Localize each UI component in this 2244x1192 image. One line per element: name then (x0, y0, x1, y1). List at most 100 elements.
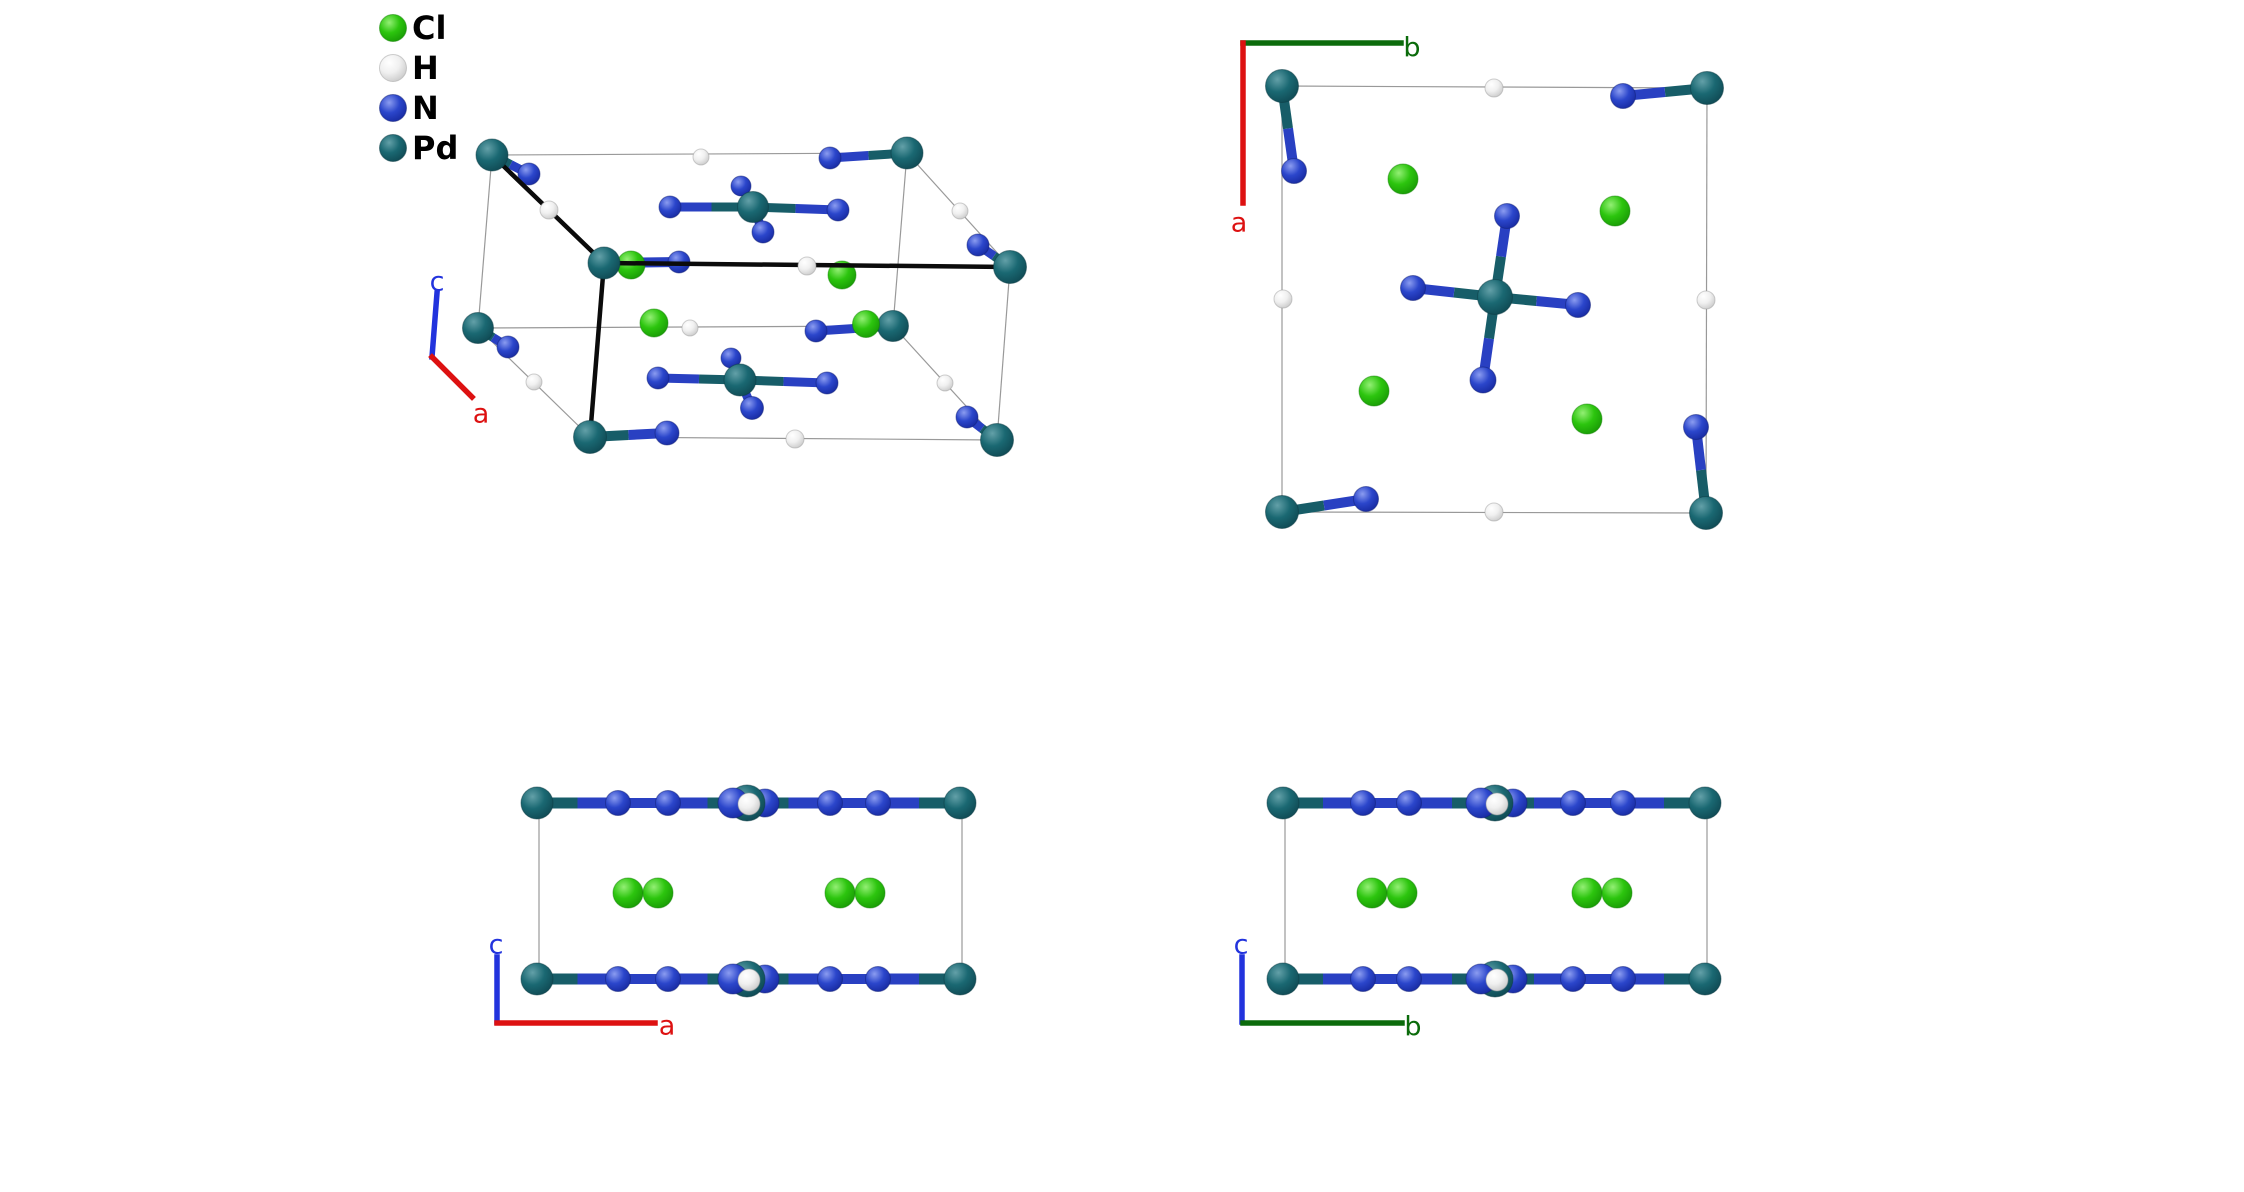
atom-Pd (1689, 496, 1723, 530)
atom-Pd (1266, 962, 1300, 996)
atom-Cl (1387, 163, 1419, 195)
atom-N (1610, 83, 1636, 109)
atom-H (737, 792, 761, 816)
atom-Pd (877, 310, 909, 342)
atom-Pd (520, 962, 554, 996)
atom-Pd (890, 136, 924, 170)
atom-N (955, 405, 979, 429)
atom-H (1484, 502, 1504, 522)
atom-Pd (573, 420, 607, 454)
panel-perspective-view: ca (428, 136, 1027, 457)
atom-N (1610, 790, 1636, 816)
atom-N (1350, 966, 1376, 992)
atom-N (1494, 203, 1520, 229)
atom-N (496, 335, 520, 359)
axis-a-line (428, 353, 476, 401)
atom-H (1485, 792, 1509, 816)
atom-H (525, 373, 543, 391)
unit-cell-edge-bold (587, 260, 607, 440)
atom-N (517, 162, 541, 186)
atom-N (966, 233, 990, 257)
atom-N (751, 220, 775, 244)
atom-Pd (943, 786, 977, 820)
atom-H (539, 200, 559, 220)
legend-label-H: H (412, 49, 439, 87)
axis-a-label: a (1231, 208, 1248, 239)
atom-H (681, 319, 699, 337)
panel-cb-projection: cb (1234, 784, 1722, 1043)
atom-N (740, 396, 764, 420)
atom-N (1396, 790, 1422, 816)
atom-Cl (854, 877, 886, 909)
atom-H (1273, 289, 1293, 309)
atom-Pd (462, 312, 494, 344)
atom-N (865, 790, 891, 816)
atom-N (1350, 790, 1376, 816)
atom-N (1683, 414, 1709, 440)
atom-H (797, 256, 817, 276)
atom-Cl (1601, 877, 1633, 909)
atom-Cl (642, 877, 674, 909)
atom-Pd (1690, 71, 1724, 105)
atom-N (730, 175, 752, 197)
atom-Pd (737, 191, 769, 223)
atom-N (646, 366, 670, 390)
axis-c-label: c (430, 267, 445, 298)
atom-Cl (827, 260, 857, 290)
legend-sphere-Pd (379, 134, 407, 162)
legend-label-Pd: Pd (412, 129, 458, 167)
atom-N (654, 420, 680, 446)
panel-ca-projection: ca (489, 784, 977, 1042)
atom-N (1396, 966, 1422, 992)
atom-N (1353, 486, 1379, 512)
axis-c-label: c (1234, 930, 1249, 961)
unit-cell-edge (892, 152, 908, 327)
atom-Cl (1571, 877, 1603, 909)
atom-Pd (723, 363, 757, 397)
atom-H (1696, 290, 1716, 310)
unit-cell-edge (477, 154, 493, 329)
axis-b-label: b (1404, 1012, 1421, 1043)
atom-Pd (1265, 495, 1299, 529)
panel-ab-projection: ba (1231, 33, 1724, 530)
atom-H (785, 429, 805, 449)
axis-a-label: a (659, 1011, 676, 1042)
atom-N (1469, 366, 1497, 394)
atom-H (936, 374, 954, 392)
legend-sphere-H (379, 54, 407, 82)
atom-N (655, 790, 681, 816)
atom-N (826, 198, 850, 222)
axis-b-label: b (1403, 33, 1420, 64)
atom-H (1485, 968, 1509, 992)
atom-N (817, 790, 843, 816)
atom-N (1560, 790, 1586, 816)
atom-N (865, 966, 891, 992)
atom-Pd (1688, 786, 1722, 820)
atom-N (1610, 966, 1636, 992)
atom-Pd (1477, 279, 1513, 315)
atom-N (658, 195, 682, 219)
atom-Pd (587, 246, 621, 280)
atom-N (817, 966, 843, 992)
legend-label-Cl: Cl (412, 9, 446, 47)
atom-Cl (612, 877, 644, 909)
atom-Pd (1266, 786, 1300, 820)
axis-c-line (429, 290, 440, 360)
atom-Cl (1599, 195, 1631, 227)
atom-Pd (520, 786, 554, 820)
atom-Pd (475, 138, 509, 172)
atom-Cl (824, 877, 856, 909)
atom-H (951, 202, 969, 220)
legend-label-N: N (412, 89, 439, 127)
atom-Cl (639, 308, 669, 338)
unit-cell-edge (996, 266, 1011, 441)
atom-Cl (1386, 877, 1418, 909)
atom-N (1281, 158, 1307, 184)
atom-Cl (1358, 375, 1390, 407)
atom-N (605, 790, 631, 816)
legend-sphere-Cl (379, 14, 407, 42)
atom-H (1484, 78, 1504, 98)
atom-Pd (943, 962, 977, 996)
